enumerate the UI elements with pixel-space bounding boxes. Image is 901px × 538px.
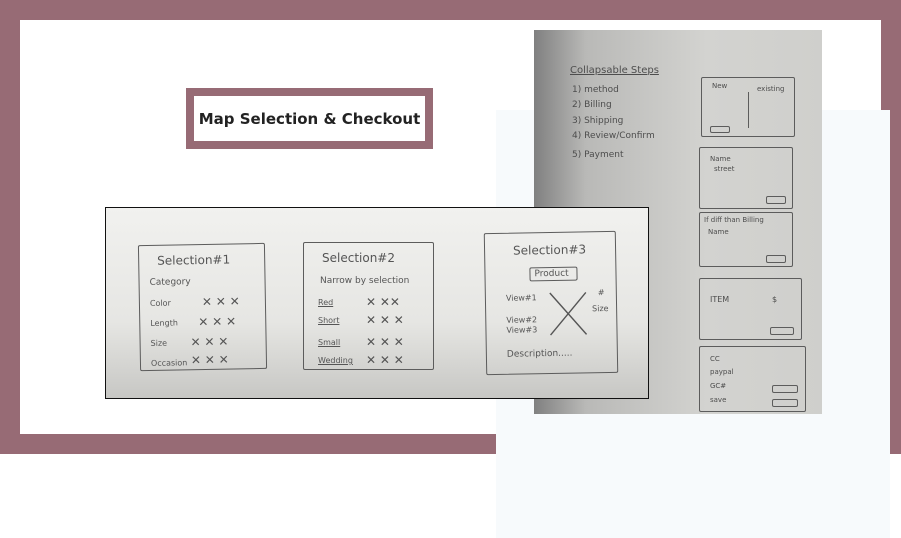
wire-address-box: Name street: [699, 147, 793, 209]
payment-option: paypal: [710, 368, 734, 376]
mini-button: [766, 255, 786, 263]
mini-button: [766, 196, 786, 204]
side-label: #: [597, 288, 605, 298]
side-label: Size: [592, 303, 609, 314]
divider: [748, 92, 749, 128]
x-mark: ✕ ✕ ✕: [190, 334, 229, 350]
row-label: Size: [150, 338, 168, 348]
x-mark: ✕ ✕ ✕: [366, 353, 404, 367]
sketch-card: Selection#2 Narrow by selection Red Shor…: [303, 242, 434, 370]
card-title: Selection#3: [512, 242, 587, 258]
row-label: View#1: [505, 293, 537, 303]
step-item: 2) Billing: [572, 100, 612, 110]
name-label: Name: [708, 228, 729, 236]
step-item: 1) method: [572, 85, 619, 95]
new-label: New: [712, 82, 728, 90]
card-title: Selection#2: [322, 251, 395, 265]
step-item: 4) Review/Confirm: [572, 131, 655, 141]
wire-billing-box: If diff than Billing Name: [699, 212, 793, 267]
diff-billing-note: If diff than Billing: [704, 216, 764, 224]
row-label: Color: [149, 298, 171, 308]
card-title: Selection#1: [157, 252, 231, 268]
row-label: Wedding: [318, 356, 353, 365]
name-label: Name: [710, 155, 731, 163]
wire-payment-box: CC paypal GC# save: [699, 346, 806, 412]
step-item: 3) Shipping: [572, 116, 624, 126]
image-placeholder-icon: [549, 291, 588, 336]
product-label: Product: [534, 268, 569, 280]
mini-button: [772, 385, 798, 393]
row-label: Occasion: [150, 358, 188, 368]
step-item: 5) Payment: [572, 150, 624, 160]
product-box: Product: [529, 266, 578, 282]
item-label: ITEM: [710, 295, 730, 304]
card-subtitle: Category: [149, 277, 191, 288]
x-mark: ✕ ✕✕: [366, 295, 400, 309]
title-box: Map Selection & Checkout: [186, 88, 433, 149]
price-label: $: [772, 295, 778, 304]
selection-sketch-photo: Selection#1 Category Color Length Size O…: [105, 207, 649, 399]
collapsable-steps-heading: Collapsable Steps: [570, 65, 659, 76]
x-mark: ✕ ✕ ✕: [366, 335, 404, 349]
row-label: Small: [318, 338, 341, 347]
mini-button: [710, 126, 730, 133]
x-mark: ✕ ✕ ✕: [198, 314, 237, 330]
x-mark: ✕ ✕ ✕: [366, 313, 404, 327]
x-mark: ✕ ✕ ✕: [190, 352, 229, 368]
row-label: Length: [150, 318, 178, 328]
wire-review-box: ITEM $: [699, 278, 802, 340]
save-label: save: [710, 396, 727, 404]
sketch-card: Selection#3 Product View#1 View#2 View#3…: [483, 230, 619, 376]
existing-label: existing: [757, 85, 785, 93]
row-label: View#2: [506, 315, 538, 325]
payment-option: CC: [710, 355, 720, 363]
card-subtitle: Narrow by selection: [320, 276, 410, 286]
mini-button: [772, 399, 798, 407]
description-label: Description.....: [506, 348, 573, 360]
row-label: Short: [318, 316, 340, 325]
x-mark: ✕ ✕ ✕: [201, 294, 240, 310]
wire-login-box: New existing: [701, 77, 795, 137]
page-title: Map Selection & Checkout: [194, 96, 425, 141]
row-label: Red: [318, 298, 334, 307]
street-label: street: [714, 165, 735, 173]
sketch-card: Selection#1 Category Color Length Size O…: [137, 242, 268, 372]
row-label: View#3: [506, 325, 538, 335]
payment-option: GC#: [710, 382, 727, 390]
mini-button: [770, 327, 794, 335]
